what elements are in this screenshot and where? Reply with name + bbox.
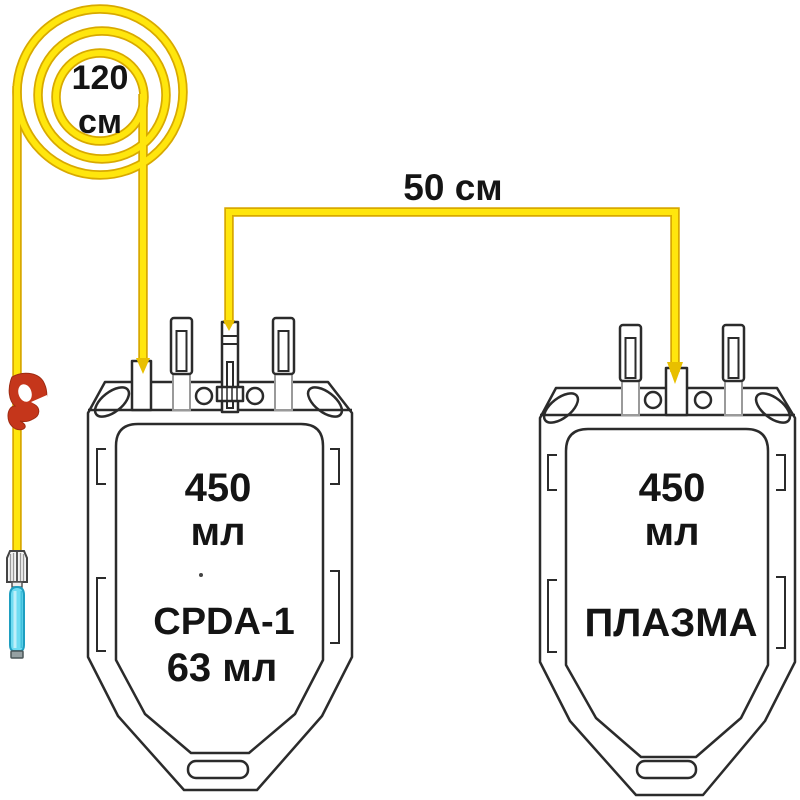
- needle-hub-ribs: [9, 553, 25, 581]
- needle-assembly: [6, 550, 28, 659]
- primary-bag-seam-mark-upper-right: [330, 448, 340, 485]
- plasma-bag-volume-unit: мл: [645, 510, 700, 554]
- primary-bag-seam-mark-upper-left: [96, 448, 106, 485]
- plasma-bag-hanger-hole-left: [542, 392, 580, 424]
- plasma-bag-outlet-port-left-slot: [624, 337, 637, 379]
- plasma-bag-seam-mark-lower-right: [776, 576, 786, 649]
- primary-bag-hanger-hole-left: [93, 386, 131, 418]
- primary-bag: [86, 316, 354, 792]
- plasma-bag-seam-mark-upper-right: [776, 454, 786, 491]
- primary-bag-solution-name: CPDA-1: [153, 601, 294, 643]
- primary-bag-flange-hole-right: [245, 386, 265, 406]
- labels: 120 см 50 см 450 мл CPDA-1 63 мл 450 мл …: [72, 59, 758, 690]
- primary-bag-bottom-slot: [186, 759, 250, 780]
- coil-length-unit: см: [78, 103, 122, 141]
- primary-bag-flange-hole-left: [194, 386, 214, 406]
- coil-tube-fill: [14, 6, 186, 552]
- primary-bag-outlet-stem-left: [172, 372, 191, 411]
- primary-bag-volume: 450: [185, 466, 252, 510]
- plasma-bag: [538, 323, 797, 797]
- primary-bag-hanger-hole-right: [306, 386, 344, 418]
- plasma-bag-content-label: ПЛАЗМА: [585, 601, 758, 645]
- plasma-bag-inner-seal-line: [564, 427, 770, 759]
- transfer-tube-edge: [224, 207, 680, 372]
- coil-loop-middle-fill: [35, 28, 169, 162]
- transfer-cannula-ribs: [222, 335, 238, 345]
- primary-bag-outlet-port-right: [271, 316, 296, 376]
- coil-length-value: 120: [72, 59, 129, 97]
- plasma-bag-outlet-stem-left: [621, 378, 640, 416]
- plasma-bag-outlet-stem-right: [724, 378, 743, 416]
- pinch-clamp-hole: [18, 384, 32, 402]
- primary-bag-outlet-port-left-slot: [175, 330, 188, 372]
- donor-tube-coil: [12, 4, 188, 552]
- plasma-bag-flange-hole-left: [643, 390, 663, 410]
- plasma-bag-hanger-hole-right: [754, 392, 792, 424]
- primary-bag-solution-volume: 63 мл: [167, 646, 278, 690]
- primary-bag-inner-seal-line: [114, 422, 325, 755]
- transfer-tube-tip-right: [667, 362, 683, 384]
- transfer-tube-tip-left: [223, 320, 235, 331]
- transfer-cannula-collar: [215, 385, 245, 403]
- transfer-cannula-inner-pin: [226, 361, 234, 409]
- plasma-bag-volume: 450: [639, 466, 706, 510]
- pinch-clamp: [7, 372, 48, 431]
- primary-bag-seam-mark-lower-right: [330, 570, 340, 644]
- plasma-bag-outer-outline: [538, 386, 797, 797]
- plasma-bag-outlet-port-left: [618, 323, 643, 383]
- primary-bag-outlet-port-left: [169, 316, 194, 376]
- primary-bag-outlet-stem-right: [274, 372, 293, 411]
- transfer-tube-fill: [226, 209, 678, 372]
- plasma-bag-seam-mark-lower-left: [547, 579, 557, 653]
- primary-bag-outlet-port-right-slot: [277, 330, 290, 372]
- plasma-bag-flange-hole-right: [693, 390, 713, 410]
- plasma-bag-outlet-port-right-slot: [727, 337, 740, 379]
- pinch-clamp-jaw-gap: [31, 395, 48, 410]
- primary-bag-volume-unit: мл: [191, 510, 246, 554]
- transfer-tube-length-label: 50 см: [403, 167, 502, 208]
- donor-tube-tip-into-bag: [136, 358, 150, 374]
- plasma-bag-outlet-port-right: [721, 323, 746, 383]
- plasma-bag-bottom-slot: [635, 759, 698, 780]
- primary-bag-seam-mark-lower-left: [96, 577, 106, 652]
- print-dot: [199, 573, 203, 577]
- plasma-bag-seam-mark-upper-left: [547, 454, 557, 491]
- transfer-tube: [136, 207, 683, 384]
- needle-cap-tip: [10, 650, 24, 659]
- transfer-cannula-collar-ribs: [221, 387, 238, 401]
- primary-bag-outer-outline: [86, 380, 354, 792]
